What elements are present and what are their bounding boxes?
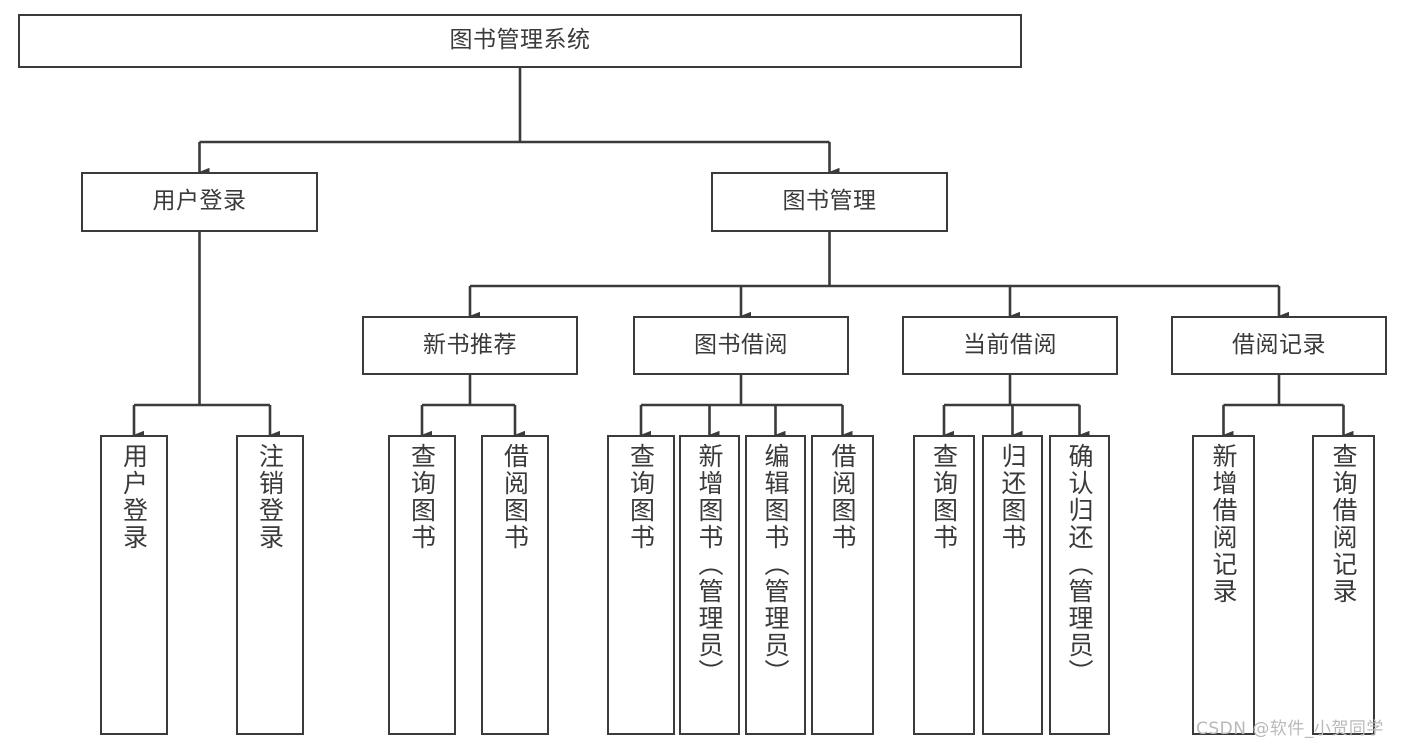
node-label: 查询图书	[929, 443, 959, 551]
node-l3c[interactable]: 当前借阅	[902, 316, 1118, 375]
node-leaf8[interactable]: 借阅图书	[811, 435, 874, 735]
node-label: 注销登录	[255, 443, 285, 551]
node-leaf5[interactable]: 查询图书	[607, 435, 675, 735]
node-leaf4[interactable]: 借阅图书	[481, 435, 549, 735]
edge-group	[132, 68, 1354, 440]
node-label: 当前借阅	[963, 331, 1057, 358]
node-leaf10[interactable]: 归还图书	[982, 435, 1043, 735]
node-l3b[interactable]: 图书借阅	[633, 316, 849, 375]
node-leaf9[interactable]: 查询图书	[913, 435, 975, 735]
node-l3d[interactable]: 借阅记录	[1171, 316, 1387, 375]
node-leaf3[interactable]: 查询图书	[388, 435, 456, 735]
node-label: 图书借阅	[694, 331, 788, 358]
node-label: 借阅图书	[828, 443, 857, 551]
node-leaf13[interactable]: 查询借阅记录	[1312, 435, 1375, 735]
node-label: 借阅图书	[500, 443, 530, 551]
node-label: 归还图书	[998, 443, 1027, 551]
node-label: 新增借阅记录	[1209, 443, 1238, 605]
node-l2b[interactable]: 图书管理	[711, 172, 948, 232]
node-leaf1[interactable]: 用户登录	[100, 435, 168, 735]
node-label: 查询图书	[407, 443, 437, 551]
node-root[interactable]: 图书管理系统	[18, 14, 1022, 68]
node-label: 用户登录	[152, 188, 247, 215]
node-label: 确认归还（管理员）	[1065, 443, 1094, 686]
node-leaf2[interactable]: 注销登录	[236, 435, 304, 735]
node-label: 图书管理系统	[449, 27, 591, 54]
node-leaf12[interactable]: 新增借阅记录	[1192, 435, 1255, 735]
node-label: 新增图书（管理员）	[695, 443, 724, 686]
node-label: 编辑图书（管理员）	[761, 443, 790, 686]
node-l3a[interactable]: 新书推荐	[362, 316, 578, 375]
node-label: 用户登录	[119, 443, 149, 551]
node-leaf11[interactable]: 确认归还（管理员）	[1049, 435, 1110, 735]
node-leaf6[interactable]: 新增图书（管理员）	[679, 435, 740, 735]
node-label: 新书推荐	[423, 331, 517, 358]
node-leaf7[interactable]: 编辑图书（管理员）	[745, 435, 806, 735]
node-label: 图书管理	[782, 188, 877, 215]
node-label: 查询借阅记录	[1329, 443, 1358, 605]
watermark-text: CSDN @软件_小贺同学	[1196, 719, 1384, 739]
node-label: 借阅记录	[1232, 331, 1326, 358]
node-label: 查询图书	[626, 443, 656, 551]
node-l2a[interactable]: 用户登录	[81, 172, 318, 232]
